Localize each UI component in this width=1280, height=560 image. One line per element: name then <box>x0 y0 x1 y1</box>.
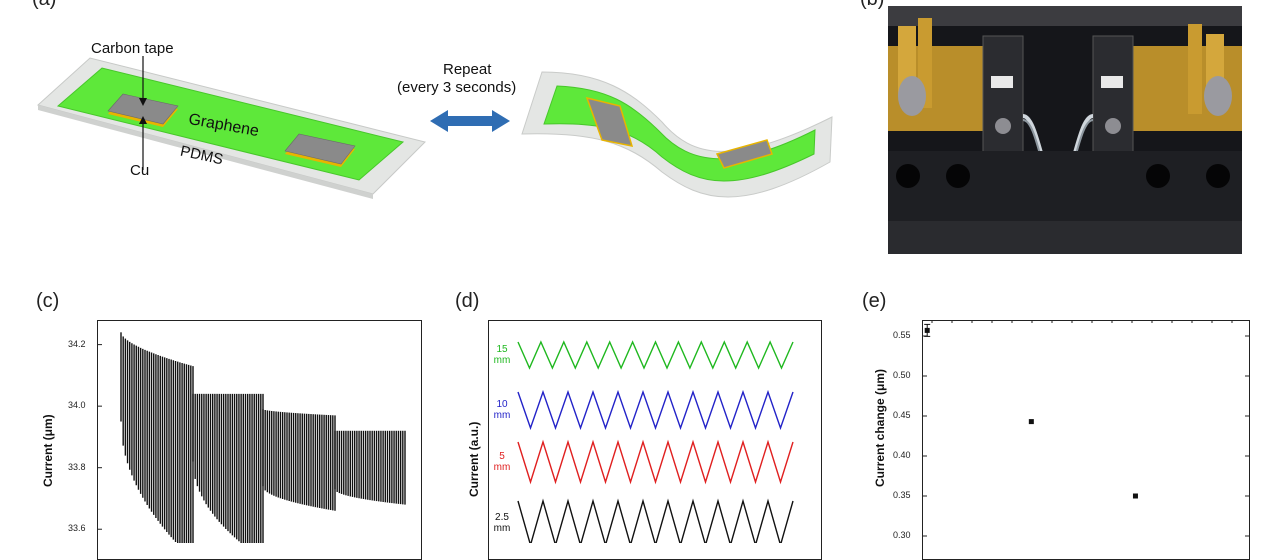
panel-c-segment <box>120 332 194 543</box>
panel-c-ytick-label: 33.8 <box>68 461 86 472</box>
bent-strip-diagram <box>521 71 833 198</box>
carbon-tape-right <box>284 133 356 165</box>
panel-e-data-point <box>1028 419 1034 425</box>
panel-d-series-label-unit: mm <box>493 355 511 366</box>
pdms-substrate-edge <box>38 105 373 199</box>
panel-d-series-label-unit: mm <box>493 523 511 534</box>
panel-d-series-label-value: 2.5 <box>495 512 509 523</box>
bent-carbon-tape-right <box>715 139 773 169</box>
panel-c-ytick-label: 33.6 <box>68 523 86 534</box>
panel-c-ytick-label: 34.2 <box>68 338 86 349</box>
panel-c-segment <box>192 393 264 543</box>
panel-e-ytick-label: 0.45 <box>893 410 911 420</box>
panel-c-ytick-label: 34.0 <box>68 400 86 411</box>
carbon-tape-label: Carbon tape <box>91 40 174 57</box>
panel-a-label: (a) <box>32 0 56 11</box>
panel-e-data-point <box>1132 493 1138 499</box>
panel-e-label: (e) <box>862 290 887 312</box>
panel-d-series-label-value: 15 <box>496 344 508 355</box>
panel-b-label: (b) <box>860 0 884 11</box>
repeat-label: Repeat <box>443 61 492 78</box>
panel-d-series-line <box>517 439 794 485</box>
panel-e-ytick-label: 0.55 <box>893 330 911 340</box>
repeat-interval-label: (every 3 seconds) <box>397 79 517 96</box>
panel-d-series-label-unit: mm <box>493 410 511 421</box>
panel-e-ytick-label: 0.30 <box>893 530 911 540</box>
bent-carbon-tape-left <box>585 96 634 147</box>
panel-d-series-line <box>517 340 794 370</box>
panel-d-label: (d) <box>455 290 480 312</box>
panel-e-ylabel: Current change (μm) <box>873 368 887 487</box>
panel-d-series-label-value: 5 <box>499 451 505 462</box>
panel-c-chart <box>97 332 406 543</box>
panel-d-series-line <box>517 389 794 431</box>
panel-d-series-label-value: 10 <box>496 399 508 410</box>
flat-strip-diagram <box>36 56 426 199</box>
panel-c-segment <box>262 409 336 511</box>
panel-d-chart <box>517 340 794 543</box>
panel-e-ytick-label: 0.50 <box>893 370 911 380</box>
panel-c-ylabel: Current (μm) <box>41 414 55 487</box>
cu-label: Cu <box>130 162 150 179</box>
panel-e-ytick-label: 0.35 <box>893 490 911 500</box>
panel-d-ylabel: Current (a.u.) <box>467 421 481 497</box>
panel-e-data-point <box>924 327 930 333</box>
panel-e-chart <box>922 320 1250 537</box>
panel-d-series-label-unit: mm <box>493 462 511 473</box>
experimental-setup-photo <box>888 6 1242 254</box>
panel-d-series-line <box>517 498 794 543</box>
panel-e-ytick-label: 0.40 <box>893 450 911 460</box>
panel-c-label: (c) <box>36 290 60 312</box>
panel-c-segment <box>334 430 406 505</box>
double-arrow-icon <box>430 110 510 132</box>
